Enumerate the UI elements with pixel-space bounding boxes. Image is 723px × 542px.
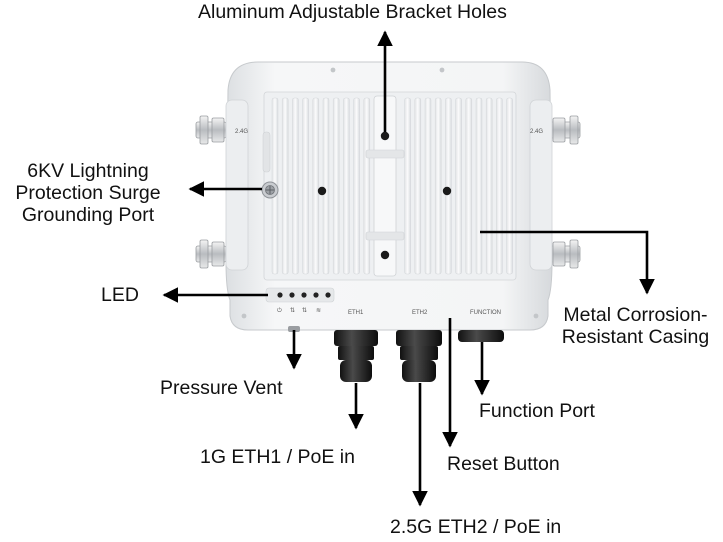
label-casing: Metal Corrosion- Resistant Casing bbox=[561, 304, 710, 348]
heat-sink-fins bbox=[271, 97, 513, 275]
label-eth2: 2.5G ETH2 / PoE in bbox=[390, 516, 562, 538]
heat-sink-fin bbox=[312, 97, 320, 275]
heat-sink-fin bbox=[424, 97, 432, 275]
cable-gland-eth2 bbox=[396, 330, 442, 382]
heat-sink-fin bbox=[465, 97, 473, 275]
heat-sink-fin bbox=[475, 97, 483, 275]
port-marking-eth2: ETH2 bbox=[412, 310, 428, 316]
label-lightning: 6KV Lightning Protection Surge Grounding… bbox=[15, 160, 161, 226]
svg-text:⇅: ⇅ bbox=[302, 308, 307, 314]
heat-sink-fin bbox=[281, 97, 289, 275]
svg-text:⇅: ⇅ bbox=[290, 308, 295, 314]
heat-sink-fin bbox=[404, 97, 411, 275]
cable-gland-eth1 bbox=[334, 330, 378, 382]
svg-text:⏻: ⏻ bbox=[277, 307, 282, 314]
heat-sink-fin bbox=[496, 97, 503, 275]
grounding-screw bbox=[261, 181, 279, 199]
bracket-hole-right bbox=[442, 186, 452, 196]
heat-sink-fin bbox=[414, 97, 422, 275]
function-port-cap bbox=[458, 330, 504, 342]
heat-sink-fin bbox=[322, 97, 330, 275]
label-bracket-holes: Aluminum Adjustable Bracket Holes bbox=[198, 1, 507, 23]
arrow-casing bbox=[480, 230, 655, 295]
heat-sink-fin bbox=[485, 97, 493, 275]
heat-sink-fin bbox=[343, 97, 350, 275]
side-lug-right bbox=[529, 99, 553, 271]
heat-sink-fin bbox=[302, 97, 309, 275]
bracket-hole-bottom bbox=[380, 250, 390, 260]
side-lug-left bbox=[225, 99, 249, 271]
heat-sink-fin bbox=[455, 97, 462, 275]
heat-sink-fin bbox=[292, 97, 299, 275]
port-marking-eth1: ETH1 bbox=[348, 310, 364, 316]
heat-sink-fin bbox=[434, 97, 442, 275]
antenna-marking-left: 2.4G bbox=[235, 129, 248, 135]
label-led: LED bbox=[101, 284, 139, 306]
heat-sink-fin bbox=[506, 97, 513, 275]
antenna-marking-right: 2.4G bbox=[530, 129, 543, 135]
antenna-connector-top-left bbox=[195, 115, 227, 145]
label-reset: Reset Button bbox=[447, 453, 560, 475]
port-marking-function: FUNCTION bbox=[470, 310, 501, 316]
heat-sink-fin bbox=[353, 97, 360, 275]
label-eth1: 1G ETH1 / PoE in bbox=[200, 446, 355, 468]
bracket-hole-left bbox=[317, 186, 327, 196]
antenna-connector-bottom-left bbox=[195, 239, 227, 269]
heat-sink-fin bbox=[363, 97, 371, 275]
antenna-connector-top-right bbox=[549, 115, 581, 145]
pressure-vent bbox=[288, 326, 300, 332]
label-pressure-vent: Pressure Vent bbox=[160, 377, 283, 399]
svg-text:≋: ≋ bbox=[316, 308, 321, 314]
label-function-port: Function Port bbox=[479, 400, 595, 422]
antenna-connector-bottom-right bbox=[549, 239, 581, 269]
heat-sink-fin bbox=[445, 97, 452, 275]
heat-sink-fin bbox=[332, 97, 340, 275]
bracket-hole-top bbox=[380, 131, 390, 141]
